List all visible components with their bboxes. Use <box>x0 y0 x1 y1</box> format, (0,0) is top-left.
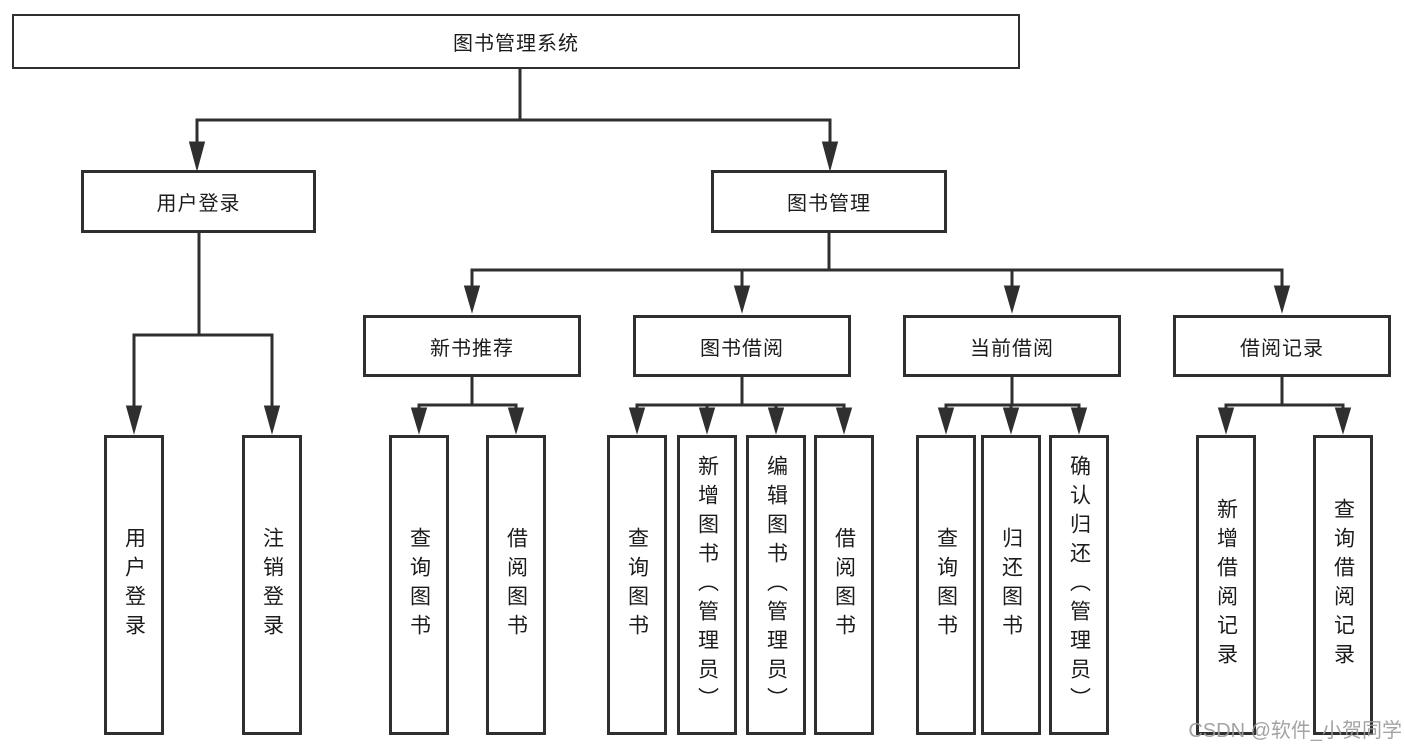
leaf-query-books-3: 查询图书 <box>916 435 976 735</box>
leaf-add-borrow-record: 新增借阅记录 <box>1196 435 1256 735</box>
node-new-book-rec-label: 新书推荐 <box>430 337 514 360</box>
connector-newbook-to-leaves <box>410 377 525 435</box>
leaf-borrow-books-1-label: 借阅图书 <box>504 527 528 643</box>
node-book-mgmt-branch: 图书管理 <box>711 170 947 233</box>
connector-borrow-to-leaves <box>628 377 853 435</box>
connector-login-to-leaves <box>125 233 281 435</box>
node-borrow-records-label: 借阅记录 <box>1240 337 1324 360</box>
leaf-logout: 注销登录 <box>242 435 302 735</box>
leaf-return-book: 归还图书 <box>981 435 1041 735</box>
node-book-borrow: 图书借阅 <box>633 315 851 377</box>
leaf-edit-book-admin: 编辑图书（管理员） <box>746 435 806 735</box>
leaf-add-book-admin-label: 新增图书（管理员） <box>695 454 719 716</box>
leaf-user-login-label: 用户登录 <box>122 527 146 643</box>
node-borrow-records: 借阅记录 <box>1173 315 1391 377</box>
leaf-user-login: 用户登录 <box>104 435 164 735</box>
leaf-query-borrow-record: 查询借阅记录 <box>1313 435 1373 735</box>
leaf-query-books-1-label: 查询图书 <box>407 527 431 643</box>
node-library-system: 图书管理系统 <box>12 14 1020 69</box>
leaf-borrow-books-2: 借阅图书 <box>814 435 874 735</box>
node-user-login-branch-label: 用户登录 <box>156 193 241 215</box>
leaf-borrow-books-1: 借阅图书 <box>486 435 546 735</box>
leaf-query-books-3-label: 查询图书 <box>934 527 958 643</box>
csdn-watermark: CSDN @软件_小贺同学 <box>1188 720 1402 742</box>
leaf-confirm-return-admin: 确认归还（管理员） <box>1049 435 1109 735</box>
leaf-return-book-label: 归还图书 <box>999 527 1023 643</box>
leaf-query-books-2: 查询图书 <box>607 435 667 735</box>
leaf-query-books-1: 查询图书 <box>389 435 449 735</box>
leaf-add-borrow-record-label: 新增借阅记录 <box>1214 498 1238 672</box>
node-current-borrow: 当前借阅 <box>903 315 1121 377</box>
leaf-add-book-admin: 新增图书（管理员） <box>677 435 737 735</box>
connector-mgmt-to-level3 <box>463 233 1291 314</box>
connector-root-to-level2 <box>188 69 839 172</box>
leaf-query-books-2-label: 查询图书 <box>625 527 649 643</box>
node-book-borrow-label: 图书借阅 <box>700 337 784 360</box>
connector-current-to-leaves <box>937 377 1088 435</box>
leaf-query-borrow-record-label: 查询借阅记录 <box>1331 498 1355 672</box>
node-current-borrow-label: 当前借阅 <box>970 337 1054 360</box>
node-user-login-branch: 用户登录 <box>81 170 316 233</box>
node-book-mgmt-branch-label: 图书管理 <box>787 193 871 215</box>
node-library-system-label: 图书管理系统 <box>453 33 579 55</box>
leaf-edit-book-admin-label: 编辑图书（管理员） <box>764 454 788 716</box>
node-new-book-rec: 新书推荐 <box>363 315 581 377</box>
leaf-confirm-return-admin-label: 确认归还（管理员） <box>1067 454 1091 716</box>
leaf-borrow-books-2-label: 借阅图书 <box>832 527 856 643</box>
connector-records-to-leaves <box>1217 377 1352 435</box>
leaf-logout-label: 注销登录 <box>260 527 284 643</box>
